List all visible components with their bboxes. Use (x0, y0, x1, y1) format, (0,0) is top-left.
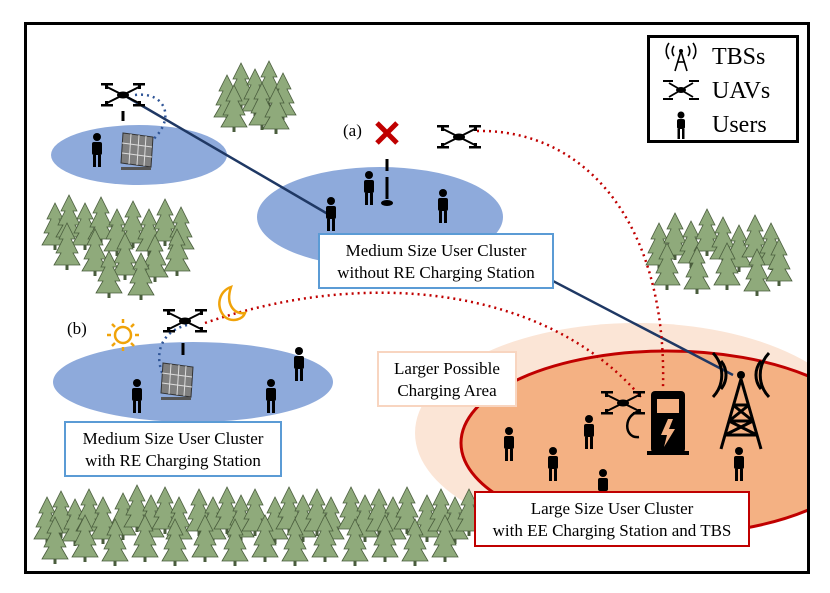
cluster-label-large-line2: with EE Charging Station and TBS (492, 520, 732, 540)
tree-group-right (645, 208, 793, 297)
cluster-label-left: Medium Size User Cluster with RE Chargin… (64, 421, 282, 477)
legend-label-users: Users (712, 112, 767, 138)
cross-icon (375, 121, 399, 145)
legend-item-users: Users (650, 110, 796, 140)
drone-stand-base (381, 200, 393, 206)
charging-area-label-line1: Larger Possible (394, 359, 500, 378)
charging-station-icon (626, 391, 689, 455)
cluster-label-large: Large Size User Cluster with EE Charging… (474, 491, 750, 547)
marker-a: (a) (343, 121, 362, 140)
cluster-label-left-line2: with RE Charging Station (85, 450, 261, 470)
cluster-label-top: Medium Size User Cluster without RE Char… (318, 233, 554, 289)
drone-icon (162, 308, 208, 334)
uav-path-b (204, 291, 642, 398)
cluster-label-left-line1: Medium Size User Cluster (82, 429, 264, 448)
tree-group-bottom (33, 484, 483, 567)
cluster-label-top-line1: Medium Size User Cluster (345, 241, 527, 260)
tree-group-left (41, 194, 195, 301)
drone-icon (436, 124, 482, 150)
legend-item-tbs: TBSs (650, 42, 796, 72)
tree-group-top (213, 60, 297, 135)
legend-label-tbs: TBSs (712, 44, 766, 70)
cluster-label-large-line1: Large Size User Cluster (530, 499, 694, 518)
sun-icon (107, 319, 139, 351)
uav-path-a (476, 129, 665, 388)
tower-icon (711, 351, 771, 450)
marker-b: (b) (67, 319, 87, 338)
moon-icon (218, 285, 247, 322)
drone-icon (663, 80, 699, 100)
link-top-left-to-cluster (126, 95, 334, 219)
legend-label-uav: UAVs (712, 78, 771, 104)
cluster-left (53, 342, 333, 422)
charging-area-label-line2: Charging Area (397, 380, 497, 400)
drone-icon (100, 82, 146, 108)
legend: TBSs UAVs Users (647, 35, 799, 143)
legend-item-uav: UAVs (650, 76, 796, 106)
cluster-label-top-line2: without RE Charging Station (337, 262, 535, 282)
person-icon (677, 111, 685, 139)
diagram-frame: (a) (b) Medium Size User Cluster without… (24, 22, 810, 574)
tower-icon (665, 42, 697, 72)
charging-area-label: Larger Possible Charging Area (377, 351, 517, 407)
